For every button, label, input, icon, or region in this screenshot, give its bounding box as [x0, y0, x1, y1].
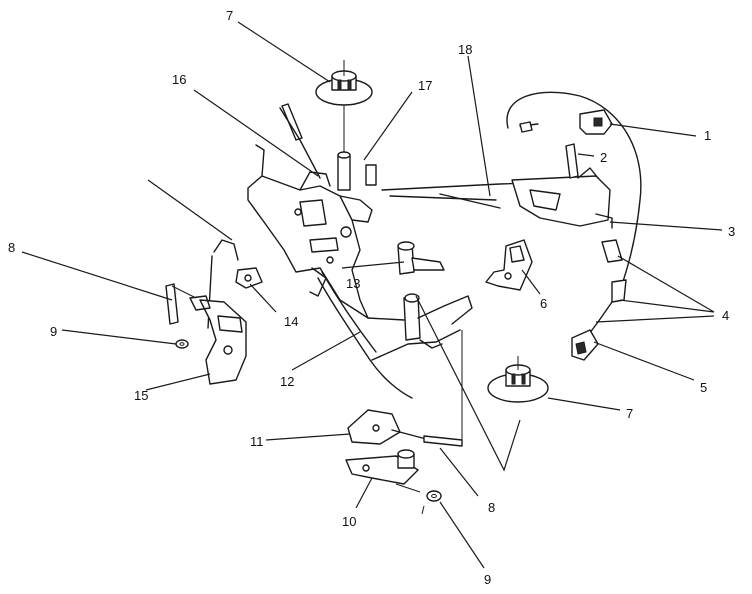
part-pulley-lever-10 [345, 449, 421, 493]
part-spring-8-left [165, 283, 197, 325]
callout-7-upper: 7 [226, 8, 233, 23]
callout-11: 11 [250, 434, 264, 449]
leader-lines [21, 21, 723, 569]
callout-14: 14 [284, 314, 298, 329]
callout-3: 3 [728, 224, 735, 239]
callout-10: 10 [342, 514, 356, 529]
callout-8-lower: 8 [488, 500, 495, 515]
part-washer-9-left [175, 339, 189, 349]
callout-16: 16 [172, 72, 186, 87]
part-bracket-14 [235, 267, 263, 289]
part-main-chassis [247, 144, 373, 319]
callout-9-lower: 9 [484, 572, 491, 587]
callout-6: 6 [540, 296, 547, 311]
part-spring-2 [565, 143, 579, 179]
part-lock-lever-6 [485, 239, 533, 291]
callout-2: 2 [600, 150, 607, 165]
part-lever-13 [397, 241, 445, 275]
callout-18: 18 [458, 42, 472, 57]
part-rod-12 [317, 271, 413, 399]
part-washer-9-lower [421, 490, 442, 515]
part-spring-post-17 [337, 151, 377, 191]
part-spring-16 [279, 103, 321, 179]
callout-8-left: 8 [8, 240, 15, 255]
callout-12: 12 [280, 374, 294, 389]
callout-labels: 1 2 3 4 5 6 7 7 8 8 9 9 10 11 12 13 14 1… [8, 8, 735, 587]
callout-7-lower: 7 [626, 406, 633, 421]
part-spring-8-lower [423, 330, 463, 447]
callout-15: 15 [134, 388, 148, 403]
part-clip-1 [519, 109, 613, 135]
part-cable-end-5 [571, 329, 599, 361]
part-center-post-lever [367, 293, 473, 361]
part-reel-table-lower [487, 356, 549, 403]
callout-17: 17 [418, 78, 432, 93]
callout-13: 13 [346, 276, 360, 291]
part-lever-15 [189, 239, 247, 385]
callout-5: 5 [700, 380, 707, 395]
callout-1: 1 [704, 128, 711, 143]
part-brake-plate-3 [511, 167, 613, 229]
callout-4: 4 [722, 308, 729, 323]
callout-9-left: 9 [50, 324, 57, 339]
part-reel-table-upper [315, 60, 373, 155]
